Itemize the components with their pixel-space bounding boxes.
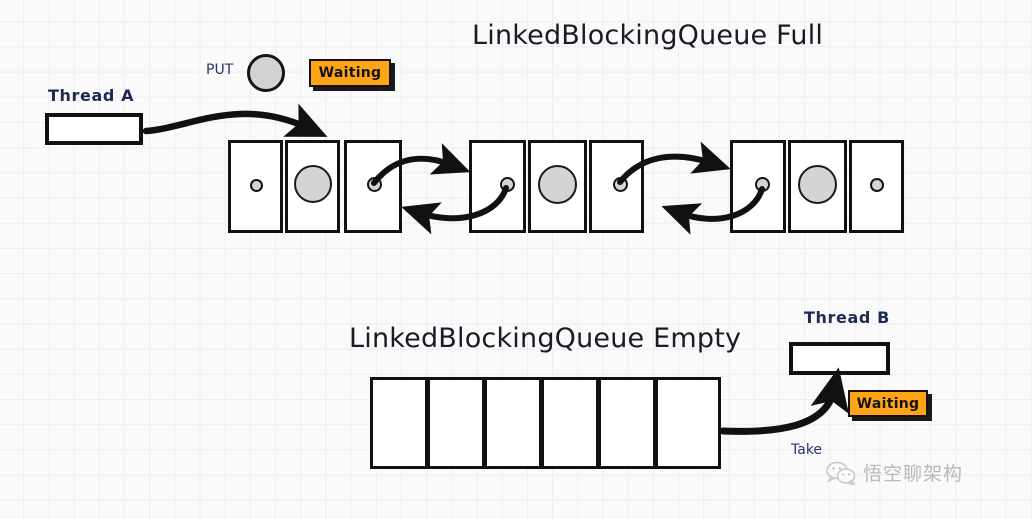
node1-to-node2-forward-arrow	[371, 143, 471, 186]
node2-data-circle	[538, 165, 577, 204]
thread-b-waiting-badge: Waiting	[848, 390, 928, 417]
full-queue-title: LinkedBlockingQueue Full	[472, 20, 824, 51]
empty-cell-2	[427, 377, 485, 469]
node1-next-cell	[344, 140, 402, 233]
node3-next-pointer-dot	[870, 178, 884, 192]
empty-cell-1	[370, 377, 428, 469]
node3-data-circle	[798, 165, 837, 204]
put-arrow	[142, 103, 328, 137]
thread-b-label: Thread B	[804, 308, 890, 327]
node1-prev-pointer-dot	[250, 179, 263, 192]
node2-to-node1-backward-arrow	[401, 185, 509, 235]
put-payload-circle	[247, 54, 285, 92]
node3-to-node2-backward-arrow	[661, 186, 765, 235]
thread-a-label: Thread A	[48, 86, 135, 105]
watermark: 悟空聊架构	[826, 459, 963, 486]
wechat-icon	[826, 461, 856, 485]
empty-queue-title: LinkedBlockingQueue Empty	[349, 323, 742, 354]
empty-cell-4	[541, 377, 599, 469]
empty-cell-3	[484, 377, 542, 469]
node2-prev-cell	[469, 140, 526, 233]
empty-cell-5	[598, 377, 656, 469]
take-label: Take	[791, 442, 823, 458]
node1-data-circle	[294, 165, 332, 203]
take-arrow	[719, 367, 849, 435]
put-label: PUT	[206, 62, 234, 78]
node2-to-node3-forward-arrow	[617, 141, 731, 185]
watermark-text: 悟空聊架构	[863, 463, 964, 485]
node2-data-cell	[528, 140, 587, 233]
node1-prev-cell	[228, 140, 283, 233]
thread-a-waiting-badge: Waiting	[309, 59, 391, 87]
empty-cell-6	[655, 377, 721, 469]
thread-a-box	[45, 113, 143, 145]
